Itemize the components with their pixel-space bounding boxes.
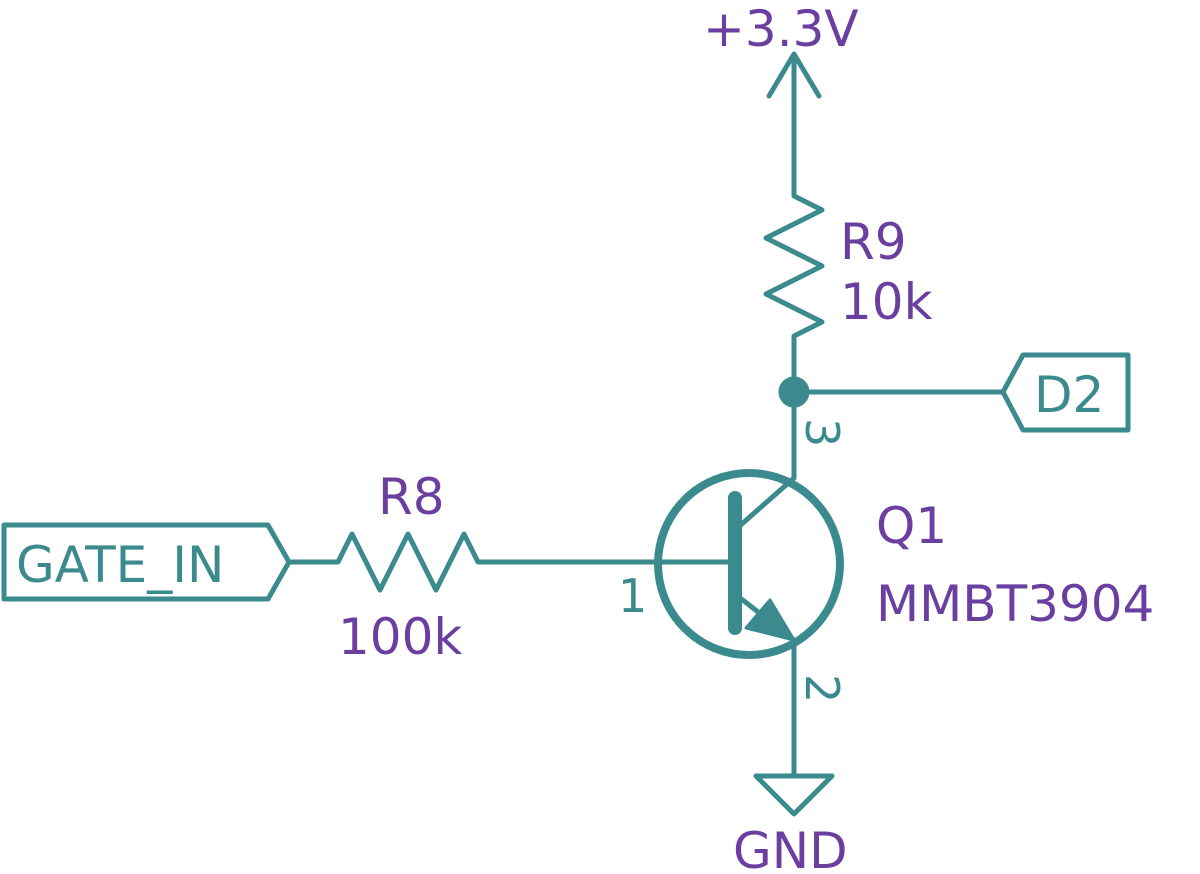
pin-3-label: 3 — [795, 418, 849, 447]
q1-reference: Q1 — [876, 497, 947, 555]
r9-reference: R9 — [840, 213, 907, 271]
resistor-r8 — [286, 531, 494, 593]
ground-symbol — [753, 773, 835, 817]
d2-port-label: D2 — [1034, 366, 1104, 424]
d2-port-shape — [1000, 352, 1131, 433]
resistor-r9 — [763, 183, 825, 349]
pin-2-label: 2 — [795, 674, 849, 703]
supply-symbol — [766, 51, 822, 189]
gate-in-port-label: GATE_IN — [16, 536, 224, 594]
r9-value: 10k — [840, 273, 933, 331]
ground-label: GND — [733, 822, 848, 874]
pin-1-label: 1 — [618, 569, 647, 623]
supply-label: +3.3V — [703, 0, 859, 58]
gate-in-port-shape — [1, 522, 292, 602]
r8-value: 100k — [338, 608, 462, 666]
q1-value: MMBT3904 — [876, 575, 1154, 633]
r8-reference: R8 — [378, 468, 445, 526]
